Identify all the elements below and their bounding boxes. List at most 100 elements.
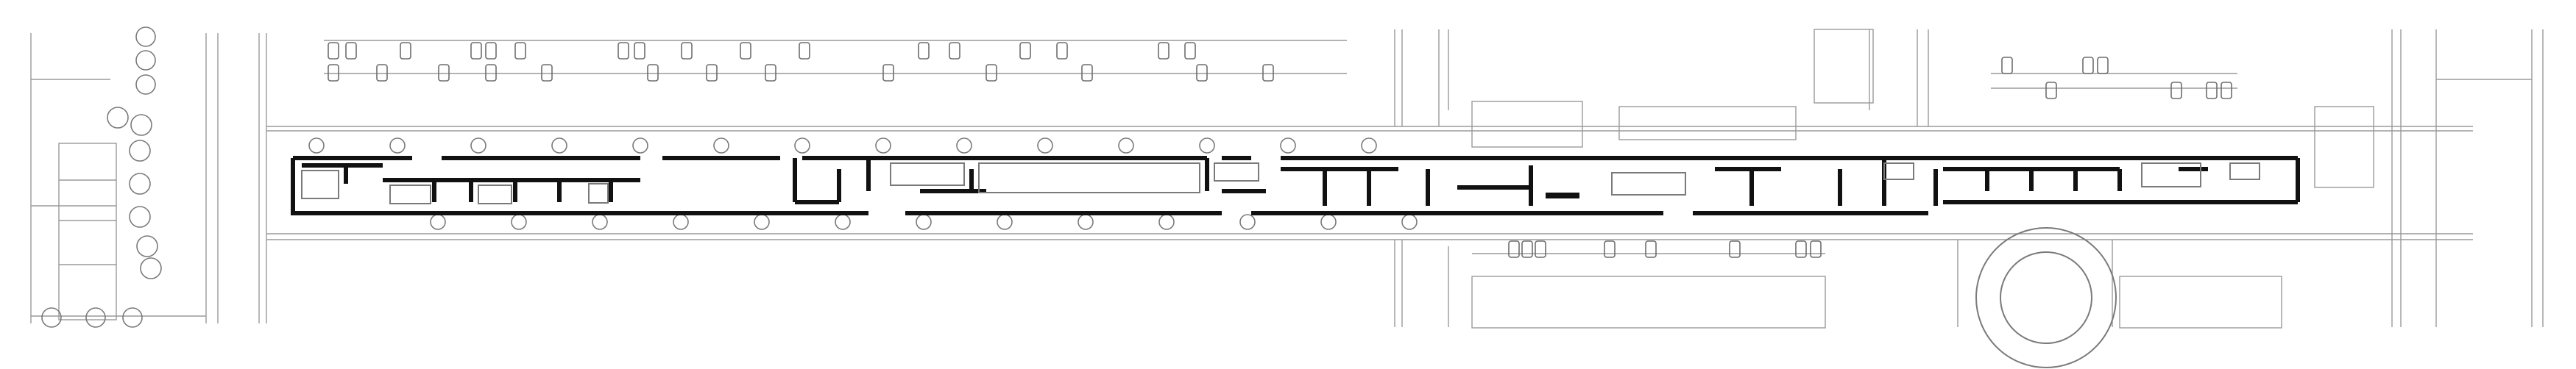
car-icon [485, 64, 497, 82]
tree-icon [85, 307, 106, 328]
car-icon [1019, 42, 1031, 60]
tree-icon [470, 137, 486, 154]
car-icon [1810, 240, 1822, 258]
tree-icon [308, 137, 325, 154]
car-icon [2045, 82, 2057, 99]
room-block [890, 162, 965, 186]
room-block [301, 170, 339, 199]
parking-top [328, 42, 2232, 99]
car-icon [647, 64, 659, 82]
car-icon [949, 42, 960, 60]
tree-icon [713, 137, 729, 154]
tree-icon [835, 214, 851, 230]
car-icon [376, 64, 388, 82]
tree-icon [875, 137, 891, 154]
tree-icon [754, 214, 770, 230]
car-icon [514, 42, 526, 60]
room-block [1611, 172, 1686, 196]
tree-icon [136, 235, 158, 257]
car-icon [1508, 240, 1520, 258]
car-icon [2170, 82, 2182, 99]
building-walls [291, 156, 2300, 215]
car-icon [1535, 240, 1546, 258]
tree-icon [129, 140, 151, 162]
car-icon [2221, 82, 2232, 99]
tree-icon [122, 307, 143, 328]
car-icon [470, 42, 482, 60]
car-icon [1645, 240, 1657, 258]
car-icon [438, 64, 450, 82]
tree-icon [135, 74, 156, 95]
room-block [588, 183, 609, 204]
car-icon [882, 64, 894, 82]
car-icon [485, 42, 497, 60]
room-block [2229, 162, 2260, 180]
tree-icon [997, 214, 1013, 230]
car-icon [2082, 57, 2094, 74]
tree-icon [956, 137, 972, 154]
tree-icon [41, 307, 62, 328]
car-icon [706, 64, 718, 82]
room-blocks [301, 162, 2260, 204]
car-icon [1262, 64, 1274, 82]
car-icon [1184, 42, 1196, 60]
trees-left [41, 26, 162, 328]
tree-icon [130, 114, 152, 136]
tree-icon [1280, 137, 1296, 154]
room-block [1546, 193, 1579, 198]
tree-icon [794, 137, 810, 154]
tree-icon [632, 137, 648, 154]
tree-icon [430, 214, 446, 230]
tree-icon [1401, 214, 1418, 230]
tree-icon [511, 214, 527, 230]
car-icon [1604, 240, 1616, 258]
car-icon [1521, 240, 1533, 258]
car-icon [681, 42, 693, 60]
tree-icon [389, 137, 406, 154]
car-icon [1158, 42, 1170, 60]
car-icon [1729, 240, 1741, 258]
car-icon [541, 64, 553, 82]
street-trees [308, 137, 1418, 230]
room-block [478, 184, 512, 204]
tree-icon [1078, 214, 1094, 230]
tree-icon [916, 214, 932, 230]
tree-icon [129, 173, 151, 195]
car-icon [328, 42, 339, 60]
car-icon [986, 64, 997, 82]
car-icon [1196, 64, 1208, 82]
room-block [2141, 162, 2201, 187]
tree-icon [129, 206, 151, 228]
tree-icon [135, 26, 156, 47]
car-icon [799, 42, 810, 60]
car-icon [1795, 240, 1807, 258]
tree-icon [140, 257, 162, 279]
room-block [389, 184, 431, 204]
car-icon [634, 42, 645, 60]
car-icon [918, 42, 930, 60]
car-icon [345, 42, 357, 60]
tree-icon [673, 214, 689, 230]
car-icon [1056, 42, 1068, 60]
tree-icon [1361, 137, 1377, 154]
car-icon [618, 42, 629, 60]
car-icon [400, 42, 411, 60]
tree-icon [592, 214, 608, 230]
car-icon [765, 64, 776, 82]
tree-icon [1158, 214, 1175, 230]
room-block [1214, 162, 1259, 182]
car-icon [740, 42, 751, 60]
car-icon [2206, 82, 2218, 99]
tree-icon [135, 50, 156, 71]
tree-icon [107, 107, 129, 129]
tree-icon [1239, 214, 1256, 230]
tree-icon [551, 137, 567, 154]
tree-icon [1037, 137, 1053, 154]
tree-icon [1118, 137, 1134, 154]
tree-icon [1199, 137, 1215, 154]
tree-icon [1320, 214, 1337, 230]
car-icon [1081, 64, 1093, 82]
car-icon [2001, 57, 2013, 74]
car-icon [2097, 57, 2109, 74]
